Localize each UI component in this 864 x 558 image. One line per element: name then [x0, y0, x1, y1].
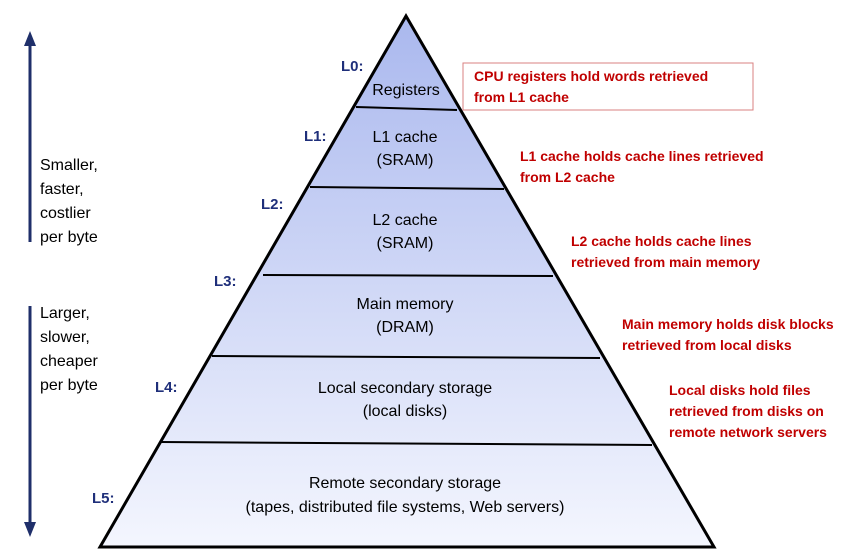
level-3-name: Main memory	[357, 296, 454, 313]
level-0-description-line-2: from L1 cache	[474, 89, 569, 105]
side-bottom-line-3: cheaper	[40, 353, 98, 370]
level-5-type: (tapes, distributed file systems, Web se…	[246, 499, 565, 516]
side-bottom-line-4: per byte	[40, 377, 98, 394]
side-top-line-1: Smaller,	[40, 157, 98, 174]
level-4-description-line-2: retrieved from disks on	[669, 403, 824, 419]
side-bottom-line-2: slower,	[40, 329, 90, 346]
level-labels: L0: L1: L2: L3: L4: L5:	[92, 58, 364, 507]
side-label-bottom: Larger, slower, cheaper per byte	[40, 305, 98, 394]
level-1-description-line-1: L1 cache holds cache lines retrieved	[520, 148, 764, 164]
level-label-l1: L1:	[304, 128, 327, 145]
level-label-l2: L2:	[261, 196, 284, 213]
level-5-name: Remote secondary storage	[309, 475, 501, 492]
level-2-type: (SRAM)	[377, 235, 434, 252]
divider-l1-l2	[309, 186, 505, 190]
divider-l3-l4	[211, 355, 601, 359]
divider-l0-l1	[355, 106, 458, 111]
level-1-type: (SRAM)	[377, 152, 434, 169]
level-2-name: L2 cache	[373, 212, 438, 229]
pyramid-shape	[97, 13, 717, 549]
level-label-l4: L4:	[155, 379, 178, 396]
divider-l2-l3	[262, 274, 554, 277]
level-label-l3: L3:	[214, 273, 237, 290]
level-1-name: L1 cache	[373, 129, 438, 146]
level-0-description-line-1: CPU registers hold words retrieved	[474, 68, 708, 84]
level-3-type: (DRAM)	[376, 319, 434, 336]
level-4-type: (local disks)	[363, 403, 447, 420]
downward-arrow	[24, 306, 36, 537]
level-names: Registers L1 cache (SRAM) L2 cache (SRAM…	[246, 82, 565, 516]
level-2-description-line-1: L2 cache holds cache lines	[571, 233, 752, 249]
side-bottom-line-1: Larger,	[40, 305, 90, 322]
side-label-top: Smaller, faster, costlier per byte	[40, 157, 98, 246]
level-3-description-line-2: retrieved from local disks	[622, 337, 792, 353]
level-1-description-line-2: from L2 cache	[520, 169, 615, 185]
level-3-description-line-1: Main memory holds disk blocks	[622, 316, 834, 332]
level-4-description-line-1: Local disks hold files	[669, 382, 811, 398]
side-top-line-2: faster,	[40, 181, 84, 198]
level-4-description-line-3: remote network servers	[669, 424, 827, 440]
level-label-l5: L5:	[92, 490, 115, 507]
level-4-name: Local secondary storage	[318, 380, 492, 397]
level-descriptions: CPU registers hold words retrieved from …	[474, 68, 834, 440]
level-label-l0: L0:	[341, 58, 364, 75]
level-dividers	[159, 106, 653, 446]
side-top-line-3: costlier	[40, 205, 91, 222]
divider-l4-l5	[159, 441, 653, 446]
upward-arrow	[24, 31, 36, 242]
level-2-description-line-2: retrieved from main memory	[571, 254, 760, 270]
level-0-name: Registers	[372, 82, 440, 99]
side-top-line-4: per byte	[40, 229, 98, 246]
l0-callout-box	[462, 62, 754, 111]
